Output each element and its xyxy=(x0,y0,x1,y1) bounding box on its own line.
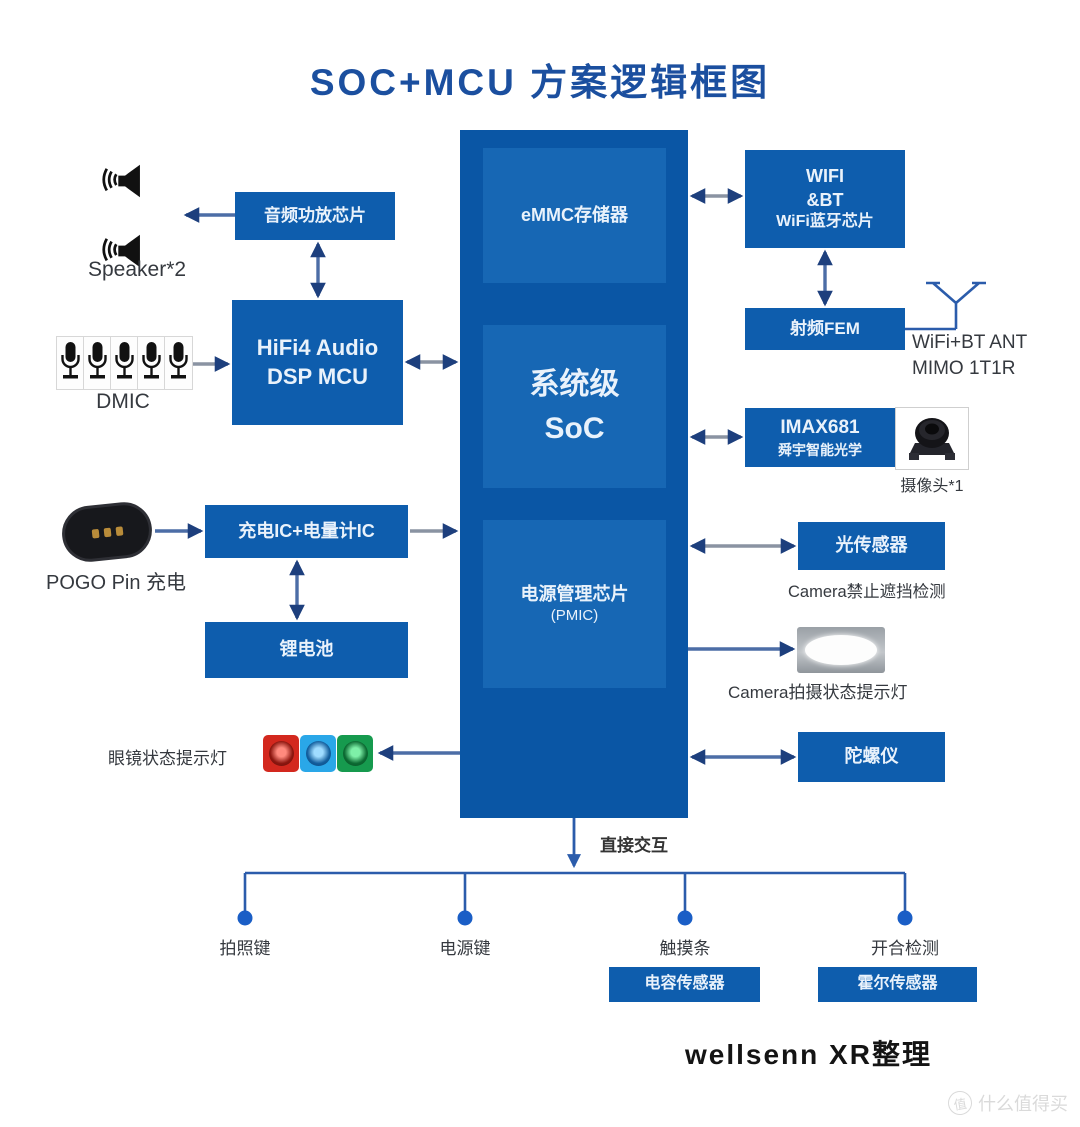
gyro-block: 陀螺仪 xyxy=(798,732,945,782)
camera-count-label: 摄像头*1 xyxy=(900,478,964,495)
system-soc-block: 系统级 SoC xyxy=(483,325,666,488)
key-label-photo: 拍照键 xyxy=(219,939,271,958)
pmic-line1: 电源管理芯片 xyxy=(520,583,629,604)
wifi-bt-block: WIFI &BT WiFi蓝牙芯片 xyxy=(745,150,905,248)
speaker-icon xyxy=(98,158,144,209)
glasses-led-label: 眼镜状态提示灯 xyxy=(108,749,227,768)
camera-module-photo xyxy=(895,407,969,470)
hifi-line1: HiFi4 Audio xyxy=(256,334,379,360)
antenna-line1: WiFi+BT ANT xyxy=(912,332,1028,353)
system-soc-line2: SoC xyxy=(544,411,605,445)
camera-block-label: Camera禁止遮挡检测 xyxy=(788,583,946,601)
imax-block: IMAX681 舜宇智能光学 xyxy=(745,408,895,467)
dmic-icon xyxy=(56,336,193,394)
camera-led-photo xyxy=(797,627,885,673)
speaker-icon-2 xyxy=(98,228,144,279)
key-label-open-close: 开合检测 xyxy=(871,939,939,958)
speaker-count-label: Speaker*2 xyxy=(88,258,187,281)
hifi-line2: DSP MCU xyxy=(266,363,369,389)
wifi-line1: WIFI xyxy=(806,166,844,187)
cap-sensor-block: 电容传感器 xyxy=(609,967,760,1002)
charge-ic-label: 充电IC+电量计IC xyxy=(238,520,375,541)
direct-interaction-label: 直接交互 xyxy=(600,836,668,855)
gyro-label: 陀螺仪 xyxy=(844,746,899,767)
wifi-line3: WiFi蓝牙芯片 xyxy=(776,212,874,230)
rf-fem-block: 射频FEM xyxy=(745,308,905,350)
emmc-block: eMMC存储器 xyxy=(483,148,666,283)
hall-sensor-label: 霍尔传感器 xyxy=(857,975,938,993)
pogo-label: POGO Pin 充电 xyxy=(46,572,187,594)
key-label-power: 电源键 xyxy=(439,939,491,958)
node-dot-4 xyxy=(897,910,913,926)
charge-ic-block: 充电IC+电量计IC xyxy=(205,505,408,558)
pmic-line2: (PMIC) xyxy=(550,606,599,624)
wifi-line2: &BT xyxy=(806,189,844,210)
system-soc-line1: 系统级 xyxy=(529,368,620,401)
audio-amp-label: 音频功放芯片 xyxy=(264,205,366,225)
battery-label: 锂电池 xyxy=(279,639,334,660)
hall-sensor-block: 霍尔传感器 xyxy=(818,967,977,1002)
credit-text: wellsenn XR整理 xyxy=(685,1039,932,1070)
imax-line1: IMAX681 xyxy=(780,417,860,439)
light-sensor-label: 光传感器 xyxy=(835,535,908,556)
hifi-dsp-block: HiFi4 Audio DSP MCU xyxy=(232,300,403,425)
light-sensor-block: 光传感器 xyxy=(798,522,945,570)
node-dot-3 xyxy=(677,910,693,926)
page-title: SOC+MCU 方案逻辑框图 xyxy=(309,62,771,103)
rf-fem-label: 射频FEM xyxy=(790,318,860,338)
glasses-led-icon xyxy=(263,735,373,772)
cap-sensor-label: 电容传感器 xyxy=(644,975,725,993)
watermark: 值 什么值得买 xyxy=(946,1089,1068,1117)
battery-block: 锂电池 xyxy=(205,622,408,678)
audio-amp-block: 音频功放芯片 xyxy=(235,192,395,240)
antenna-icon xyxy=(905,281,986,331)
imax-line2: 舜宇智能光学 xyxy=(778,441,862,458)
watermark-text: 什么值得买 xyxy=(978,1094,1068,1114)
antenna-line2: MIMO 1T1R xyxy=(912,357,1016,379)
pmic-block: 电源管理芯片 (PMIC) xyxy=(483,520,666,688)
emmc-label: eMMC存储器 xyxy=(521,204,628,225)
dmic-label: DMIC xyxy=(96,390,150,413)
node-dot-2 xyxy=(457,910,473,926)
camera-led-label: Camera拍摄状态提示灯 xyxy=(728,683,908,702)
antenna-label: WiFi+BT ANT MIMO 1T1R xyxy=(912,330,1027,381)
pogo-pin-icon xyxy=(59,499,155,565)
key-label-touch: 触摸条 xyxy=(659,939,711,958)
node-dot-1 xyxy=(237,910,253,926)
